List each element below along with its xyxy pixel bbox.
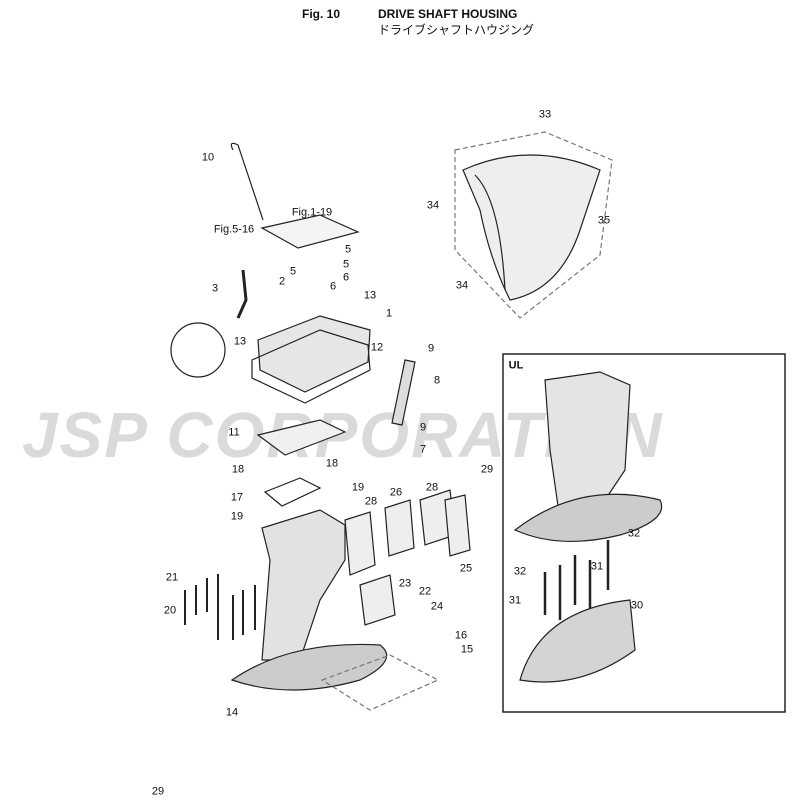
callout-35[interactable]: 35 <box>597 214 611 227</box>
tube <box>236 269 248 319</box>
ul-inset-frame <box>502 353 786 713</box>
callout-13[interactable]: 13 <box>363 289 377 302</box>
callout-13[interactable]: 13 <box>233 335 247 348</box>
plate-28a <box>344 511 376 576</box>
callout-14[interactable]: 14 <box>225 706 239 719</box>
callout-29[interactable]: 29 <box>480 463 494 476</box>
callout-9[interactable]: 9 <box>427 342 435 355</box>
callout-8[interactable]: 8 <box>433 374 441 387</box>
callout-7[interactable]: 7 <box>419 443 427 456</box>
reference-fig-5-16[interactable]: Fig.5-16 <box>213 223 255 236</box>
inset-label: UL <box>508 359 524 372</box>
callout-21[interactable]: 21 <box>165 571 179 584</box>
callout-5[interactable]: 5 <box>342 258 350 271</box>
callout-30[interactable]: 30 <box>630 599 644 612</box>
page-number: 29 <box>151 785 165 798</box>
callout-34[interactable]: 34 <box>426 199 440 212</box>
callout-28[interactable]: 28 <box>425 481 439 494</box>
callout-15[interactable]: 15 <box>460 643 474 656</box>
seal-12 <box>251 329 371 404</box>
callout-31[interactable]: 31 <box>508 594 522 607</box>
callout-20[interactable]: 20 <box>163 604 177 617</box>
callout-19[interactable]: 19 <box>351 481 365 494</box>
callout-1[interactable]: 1 <box>385 307 393 320</box>
callout-5[interactable]: 5 <box>344 243 352 256</box>
callout-24[interactable]: 24 <box>430 600 444 613</box>
callout-18[interactable]: 18 <box>325 457 339 470</box>
callout-19[interactable]: 19 <box>230 510 244 523</box>
figure-title: DRIVE SHAFT HOUSING <box>378 7 518 21</box>
lower-cowling <box>454 131 613 319</box>
callout-16[interactable]: 16 <box>454 629 468 642</box>
drive-shaft-housing <box>230 509 388 691</box>
gasket-top <box>260 214 360 249</box>
bolts <box>184 574 256 640</box>
plate-17 <box>263 477 322 507</box>
figure-title-japanese: ドライブシャフトハウジング <box>378 23 535 37</box>
ul-housing <box>513 371 663 683</box>
callout-25[interactable]: 25 <box>459 562 473 575</box>
gasket-11 <box>256 419 347 456</box>
callout-17[interactable]: 17 <box>230 491 244 504</box>
pipe-8 <box>391 359 416 426</box>
callout-18[interactable]: 18 <box>231 463 245 476</box>
callout-6[interactable]: 6 <box>329 280 337 293</box>
callout-31[interactable]: 31 <box>590 560 604 573</box>
figure-number: Fig. 10 <box>302 7 341 21</box>
callout-5[interactable]: 5 <box>289 265 297 278</box>
dipstick <box>230 142 264 221</box>
callout-11[interactable]: 11 <box>228 426 240 439</box>
callout-34[interactable]: 34 <box>455 279 469 292</box>
callout-23[interactable]: 23 <box>398 577 412 590</box>
callout-32[interactable]: 32 <box>627 527 641 540</box>
plate-25 <box>444 494 471 557</box>
callout-9[interactable]: 9 <box>419 421 427 434</box>
callout-3[interactable]: 3 <box>211 282 219 295</box>
callout-32[interactable]: 32 <box>513 565 527 578</box>
callout-10[interactable]: 10 <box>201 151 215 164</box>
detail-circle <box>170 322 226 378</box>
callout-6[interactable]: 6 <box>342 271 350 284</box>
callout-22[interactable]: 22 <box>418 585 432 598</box>
water-inlet <box>320 654 440 711</box>
callout-12[interactable]: 12 <box>370 341 384 354</box>
plate-26 <box>384 499 415 557</box>
callout-26[interactable]: 26 <box>389 486 403 499</box>
plate-23 <box>359 574 396 626</box>
callout-2[interactable]: 2 <box>278 275 286 288</box>
callout-28[interactable]: 28 <box>364 495 378 508</box>
reference-fig-1-19[interactable]: Fig.1-19 <box>291 206 333 219</box>
callout-33[interactable]: 33 <box>538 108 552 121</box>
oil-pan <box>257 315 371 393</box>
